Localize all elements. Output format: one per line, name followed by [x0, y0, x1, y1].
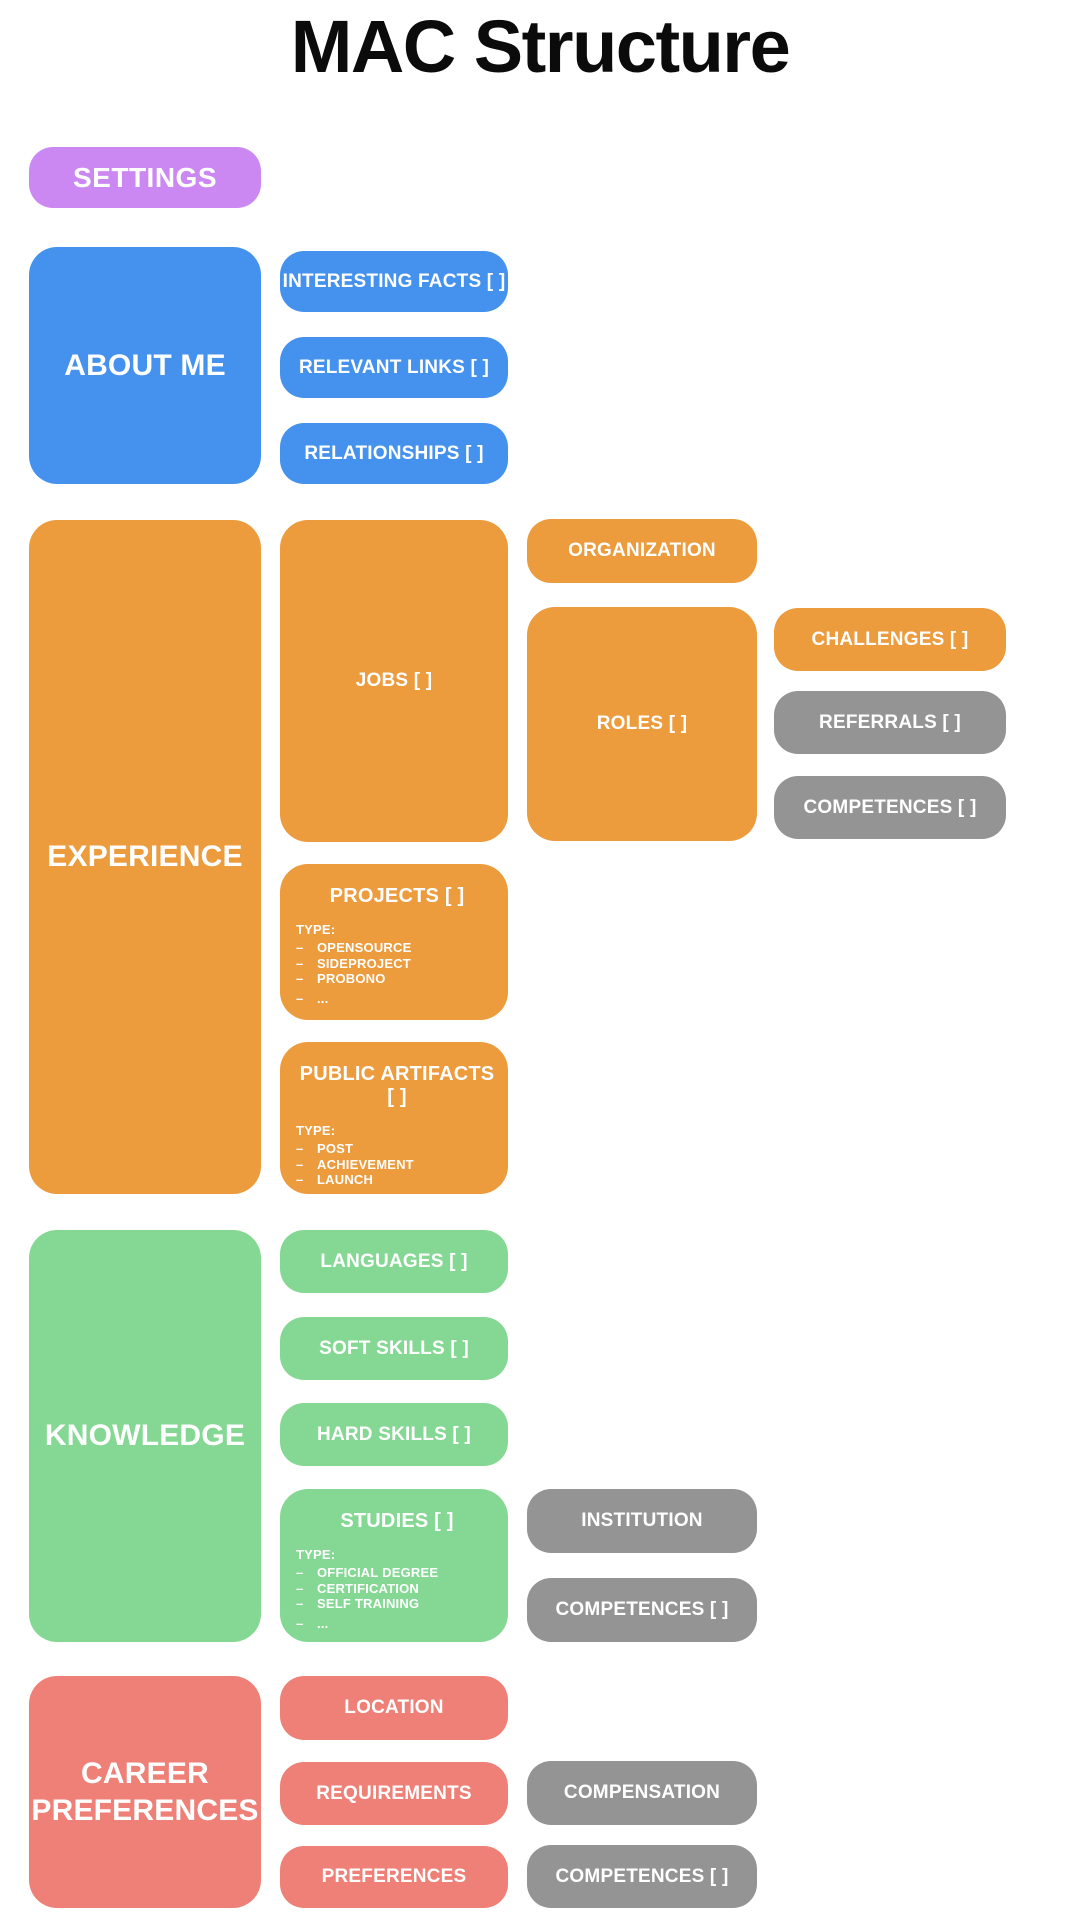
- node-institution: INSTITUTION: [527, 1489, 757, 1553]
- node-roles-competences: COMPETENCES [ ]: [774, 776, 1006, 839]
- node-label: HARD SKILLS [ ]: [317, 1423, 471, 1445]
- node-organization: ORGANIZATION: [527, 519, 757, 583]
- node-challenges: CHALLENGES [ ]: [774, 608, 1006, 671]
- node-roles: ROLES [ ]: [527, 607, 757, 841]
- node-label: CAREER PREFERENCES: [31, 1756, 259, 1828]
- dash-bullet: –: [296, 1565, 304, 1580]
- type-item: – ACHIEVEMENT: [296, 1156, 414, 1172]
- node-soft-skills: SOFT SKILLS [ ]: [280, 1317, 508, 1380]
- node-label: REQUIREMENTS: [316, 1782, 472, 1804]
- node-label: PUBLIC ARTIFACTS [ ]: [299, 1063, 495, 1108]
- node-label: KNOWLEDGE: [44, 1419, 246, 1453]
- type-item: – OFFICIAL DEGREE: [296, 1565, 439, 1580]
- dash-bullet: –: [296, 1172, 304, 1187]
- type-item: – CERTIFICATION: [296, 1580, 420, 1596]
- node-label: SETTINGS: [72, 161, 217, 193]
- node-preferences-competences: COMPETENCES [ ]: [527, 1845, 757, 1908]
- studies-type-list: TYPE: – OFFICIAL DEGREE – CERTIFICATION …: [296, 1547, 498, 1631]
- node-label: COMPETENCES [ ]: [555, 1865, 729, 1887]
- type-item: – ...: [296, 1191, 329, 1207]
- type-item: – POST: [296, 1141, 354, 1156]
- node-hard-skills: HARD SKILLS [ ]: [280, 1403, 508, 1466]
- node-referrals: REFERRALS [ ]: [774, 691, 1006, 754]
- type-item: – PROBONO: [296, 971, 386, 986]
- dash-bullet: –: [296, 971, 304, 986]
- node-label: PREFERENCES: [321, 1866, 467, 1887]
- node-requirements: REQUIREMENTS: [280, 1762, 508, 1825]
- type-item: – LAUNCH: [296, 1172, 374, 1187]
- node-public-artifacts: PUBLIC ARTIFACTS [ ] TYPE: – POST – ACHI…: [280, 1042, 508, 1207]
- node-label: ROLES [ ]: [596, 713, 688, 734]
- dash-bullet: –: [296, 1615, 304, 1631]
- node-label: RELEVANT LINKS [ ]: [298, 356, 490, 378]
- type-heading: TYPE:: [296, 1547, 336, 1562]
- node-studies-competences: COMPETENCES [ ]: [527, 1578, 757, 1642]
- node-label: RELATIONSHIPS [ ]: [304, 442, 484, 464]
- node-projects: PROJECTS [ ] TYPE: – OPENSOURCE – SIDEPR…: [280, 864, 508, 1020]
- node-label: INSTITUTION: [581, 1510, 703, 1531]
- dash-bullet: –: [296, 990, 304, 1006]
- type-item: – ...: [296, 990, 329, 1006]
- node-jobs: JOBS [ ]: [280, 520, 508, 842]
- dash-bullet: –: [296, 940, 304, 955]
- node-label: COMPETENCES [ ]: [555, 1599, 729, 1620]
- node-relevant-links: RELEVANT LINKS [ ]: [280, 337, 508, 398]
- type-heading: TYPE:: [296, 1123, 336, 1138]
- dash-bullet: –: [296, 1580, 304, 1596]
- node-career-preferences: CAREER PREFERENCES: [29, 1676, 261, 1908]
- node-label: ABOUT ME: [64, 348, 226, 382]
- type-item: – SIDEPROJECT: [296, 955, 411, 971]
- page-title: MAC Structure: [290, 5, 791, 88]
- node-label: EXPERIENCE: [47, 840, 243, 874]
- node-compensation: COMPENSATION: [527, 1761, 757, 1825]
- node-label: SOFT SKILLS [ ]: [319, 1337, 469, 1359]
- node-label: LANGUAGES [ ]: [320, 1250, 468, 1272]
- node-label: COMPENSATION: [563, 1782, 721, 1803]
- node-label: JOBS [ ]: [355, 670, 433, 691]
- node-studies: STUDIES [ ] TYPE: – OFFICIAL DEGREE – CE…: [280, 1489, 508, 1642]
- node-label: INTERESTING FACTS [ ]: [282, 270, 506, 292]
- dash-bullet: –: [296, 1191, 304, 1207]
- type-heading: TYPE:: [296, 922, 336, 937]
- node-label: ORGANIZATION: [568, 540, 716, 561]
- type-item: – ...: [296, 1615, 329, 1631]
- node-label: COMPETENCES [ ]: [803, 796, 977, 818]
- node-relationships: RELATIONSHIPS [ ]: [280, 423, 508, 484]
- node-label: PROJECTS [ ]: [329, 885, 465, 907]
- node-preferences: PREFERENCES: [280, 1846, 508, 1908]
- type-item: – SELF TRAINING: [296, 1596, 420, 1611]
- node-label: STUDIES [ ]: [340, 1510, 454, 1532]
- node-settings: SETTINGS: [29, 147, 261, 208]
- node-interesting-facts: INTERESTING FACTS [ ]: [280, 251, 508, 312]
- node-knowledge: KNOWLEDGE: [29, 1230, 261, 1642]
- dash-bullet: –: [296, 1596, 304, 1611]
- node-languages: LANGUAGES [ ]: [280, 1230, 508, 1293]
- dash-bullet: –: [296, 955, 304, 971]
- projects-type-list: TYPE: – OPENSOURCE – SIDEPROJECT – PROBO…: [296, 922, 498, 1006]
- node-experience: EXPERIENCE: [29, 520, 261, 1194]
- node-label: REFERRALS [ ]: [819, 711, 961, 733]
- node-label: CHALLENGES [ ]: [811, 628, 969, 650]
- dash-bullet: –: [296, 1156, 304, 1172]
- node-about-me: ABOUT ME: [29, 247, 261, 484]
- dash-bullet: –: [296, 1141, 304, 1156]
- type-item: – OPENSOURCE: [296, 940, 412, 955]
- node-location: LOCATION: [280, 1676, 508, 1740]
- node-label: LOCATION: [344, 1697, 444, 1718]
- public-artifacts-type-list: TYPE: – POST – ACHIEVEMENT – LAUNCH – ..…: [296, 1123, 498, 1207]
